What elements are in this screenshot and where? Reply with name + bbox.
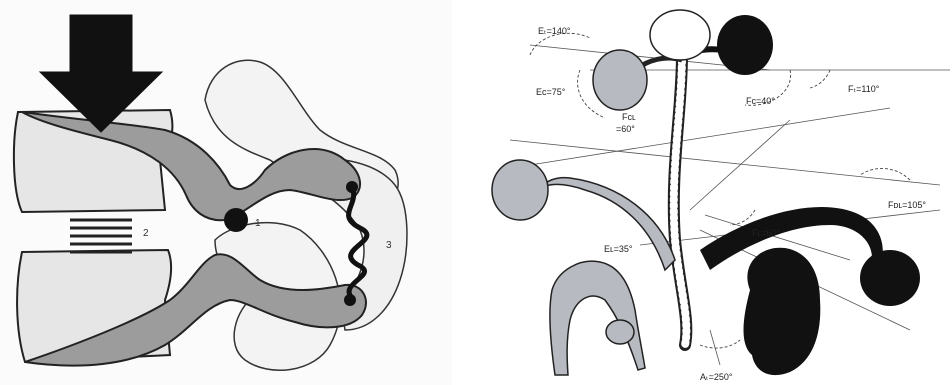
- joint-circle: [224, 208, 248, 232]
- ligament-anchor-top: [346, 181, 358, 193]
- trunk-extension-gray: [540, 178, 675, 270]
- head-neutral-white: [650, 10, 710, 60]
- label-extension-total: Eₜ=140°: [538, 26, 571, 36]
- label-ligament-number: 3: [386, 240, 392, 251]
- figure-curled-black: [744, 248, 821, 375]
- angle-construction-lines: [510, 45, 950, 365]
- spine-motion-diagram: Eₜ=140° Eᴄ=75° Fᴄʟ =60° Fᴄ=40° Fₜ=110° E…: [470, 0, 952, 385]
- head-extension-gray: [593, 50, 647, 110]
- head-lateral-gray: [492, 160, 548, 220]
- label-flexion-cervical-lumbar-a: Fᴄʟ: [622, 112, 636, 122]
- label-spring-number: 2: [143, 228, 149, 239]
- figure-backbend-gray: [550, 261, 645, 375]
- spring-icon: [70, 220, 132, 252]
- label-extension-lumbar: Eʟ=35°: [604, 244, 633, 254]
- label-flexion-cervical-lumbar-b: =60°: [616, 124, 635, 134]
- label-axial-total: Aₜ=250°: [700, 372, 733, 382]
- vertebra-model-panel: 1 2 3: [0, 0, 452, 385]
- ligament-anchor-bottom: [344, 294, 356, 306]
- head-flexion-lateral-black: [860, 250, 920, 306]
- head-flexion-black: [717, 15, 773, 75]
- label-flexion-lumbar: Fʟ=60°: [752, 228, 780, 238]
- spine-motion-panel: Eₜ=140° Eᴄ=75° Fᴄʟ =60° Fᴄ=40° Fₜ=110° E…: [470, 0, 952, 385]
- label-joint-number: 1: [255, 218, 261, 229]
- label-flexion-dorsolumbar: Fᴅʟ=105°: [888, 200, 926, 210]
- label-flexion-cervical: Fᴄ=40°: [746, 96, 775, 106]
- label-extension-cervical: Eᴄ=75°: [536, 87, 566, 97]
- label-flexion-total: Fₜ=110°: [848, 84, 880, 94]
- vertebra-model-diagram: 1 2 3: [0, 0, 452, 385]
